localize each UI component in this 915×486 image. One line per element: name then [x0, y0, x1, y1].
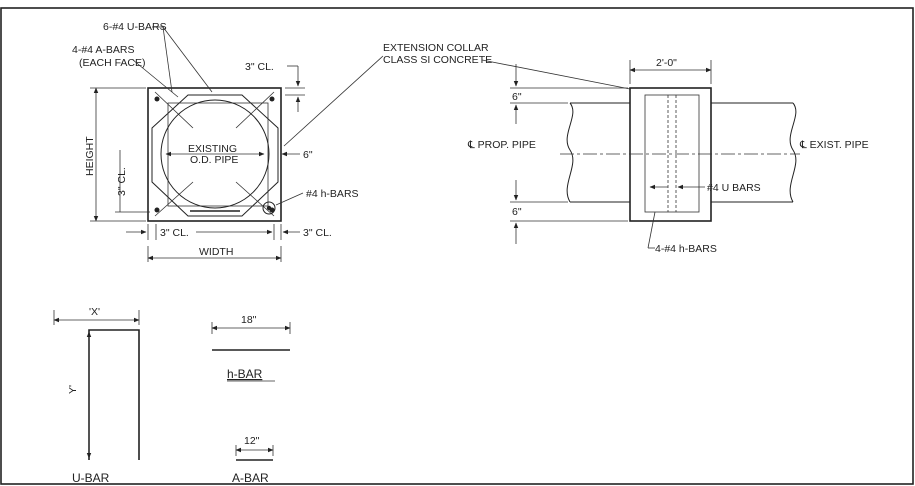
label-od-pipe: O.D. PIPE	[190, 154, 238, 166]
collar-elevation	[629, 87, 712, 222]
u-bar-shape	[88, 329, 140, 460]
a-bar-dot	[154, 96, 160, 102]
label-u-bar: U-BAR	[72, 471, 110, 485]
label-class-si: CLASS SI CONCRETE	[383, 54, 492, 66]
h-bar-circle	[262, 201, 276, 215]
label-existing: EXISTING	[188, 143, 237, 155]
label-height: HEIGHT	[84, 136, 96, 176]
label-prop-pipe: ℄ PROP. PIPE	[467, 139, 536, 151]
label-3cl-bottom-left: 3" CL.	[160, 227, 189, 239]
label-a-bars: 4-#4 A-BARS	[72, 44, 134, 56]
existing-pipe-circle	[160, 99, 270, 209]
prop-pipe-end	[566, 102, 574, 203]
collar-section-view	[147, 87, 282, 222]
label-a-bar: A-BAR	[232, 471, 269, 485]
label-2-feet: 2'-0"	[656, 57, 677, 69]
collar-outline	[147, 87, 282, 222]
label-3cl-left: 3" CL.	[116, 167, 128, 196]
h-bar-detail: 18" h-BAR	[211, 314, 291, 382]
label-width: WIDTH	[199, 246, 233, 258]
label-u-bars-elev: #4 U BARS	[707, 182, 761, 194]
label-3cl-top: 3" CL.	[245, 61, 274, 73]
label-3cl-bottom-right: 3" CL.	[303, 227, 332, 239]
label-h-bars: #4 h-BARS	[306, 188, 359, 200]
label-6in-right: 6"	[303, 149, 313, 161]
sheet-border	[0, 7, 914, 485]
label-12in: 12"	[244, 435, 260, 447]
label-each-face: (EACH FACE)	[79, 57, 146, 69]
label-exist-pipe: ℄ EXIST. PIPE	[799, 139, 869, 151]
a-bar-dot	[269, 96, 275, 102]
collar-inner	[644, 94, 700, 213]
u-bar-detail: 'X' Y' U-BAR	[53, 306, 140, 485]
label-extension-collar: EXTENSION COLLAR	[383, 42, 489, 54]
label-6in-bottom: 6"	[512, 206, 522, 218]
label-18in: 18"	[241, 314, 257, 326]
a-bar-dot	[154, 207, 160, 213]
label-y-dim: Y'	[67, 385, 79, 394]
label-h-bar: h-BAR	[227, 367, 263, 381]
a-bar-detail: 12" A-BAR	[232, 435, 274, 485]
label-6in-top: 6"	[512, 91, 522, 103]
label-h-bars-elev: 4-#4 h-BARS	[655, 243, 717, 255]
u-bar-cage	[151, 94, 279, 217]
label-u-bars: 6-#4 U-BARS	[103, 21, 167, 33]
label-x-dim: 'X'	[89, 306, 100, 318]
exist-pipe-end	[789, 102, 797, 203]
